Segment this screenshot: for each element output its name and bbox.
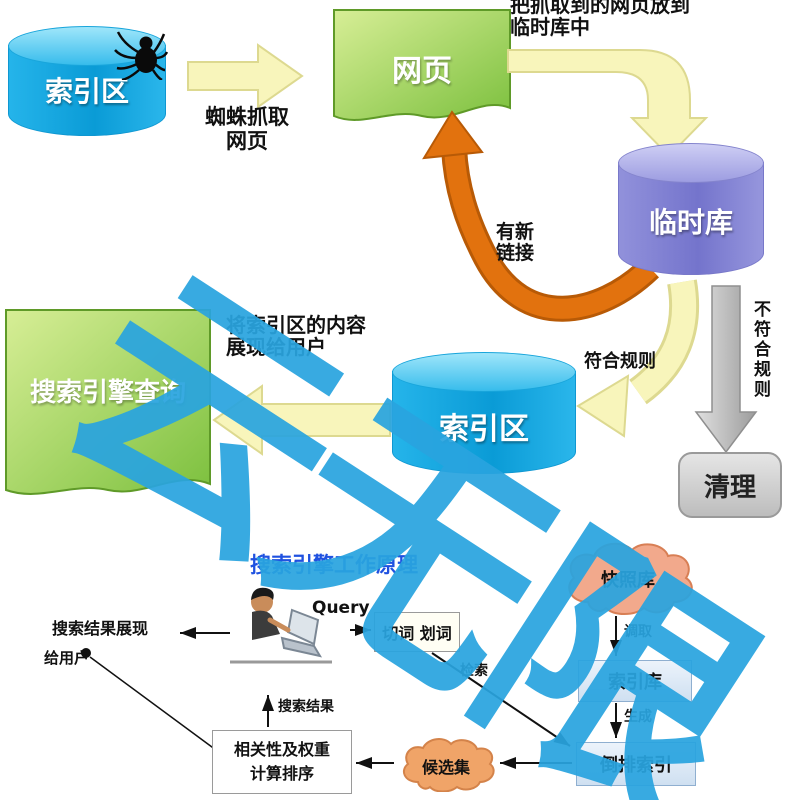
- rank-box-line2: 计算排序: [249, 764, 314, 783]
- new-link-annotation: 有新链接: [496, 221, 535, 265]
- user-illustration: [230, 587, 332, 664]
- candidate-cloud-shape: [402, 738, 495, 793]
- match-arrow: [630, 279, 697, 402]
- spider-icon: [114, 31, 168, 80]
- index-box: 索引库: [578, 660, 692, 702]
- recrawl-arrowhead: [422, 110, 484, 160]
- inverted-index-box: 倒排索引: [576, 742, 696, 786]
- query-label: Query: [312, 598, 370, 618]
- not-match-annotation: 不符合规则: [750, 300, 771, 400]
- segment-box: 切词 划词: [374, 612, 460, 652]
- temp-db-label: 临时库: [648, 206, 733, 239]
- index-db-label: 索引区: [439, 412, 529, 447]
- to-temp-annotation: 把抓取到的网页放到 临时库中: [510, 0, 690, 40]
- webpage-shape: 网页: [332, 8, 512, 130]
- back-label: 搜索结果: [278, 699, 334, 715]
- temp-db-cylinder: 临时库: [618, 143, 764, 275]
- snapshot-cloud-label: 快照库: [601, 570, 655, 591]
- candidate-cloud: 候选集: [396, 736, 496, 793]
- result-label-line2: 给用户: [44, 649, 90, 667]
- crawl-arrow: [187, 43, 304, 109]
- present-arrow: [212, 384, 391, 456]
- index-db-cylinder: 索引区: [392, 352, 576, 474]
- query-shape: 搜索引擎查询: [4, 308, 212, 512]
- retrieve-label: 检索: [460, 663, 488, 679]
- webpage-label: 网页: [392, 54, 452, 89]
- snapshot-cloud-shape: [568, 542, 693, 615]
- snapshot-cloud: 快照库: [558, 538, 698, 616]
- present-annotation: 将索引区的内容 展现给用户: [226, 313, 366, 360]
- result-label-line1: 搜索结果展现: [52, 619, 149, 638]
- clean-box: 清理: [678, 452, 782, 518]
- crawl-annotation: 蜘蛛抓取 网页: [205, 105, 289, 153]
- result-to-rank-line: [89, 656, 217, 751]
- query-shape-label: 搜索引擎查询: [29, 378, 186, 408]
- clean-arrow: [694, 285, 758, 454]
- segment-to-inverted-arrow: [431, 652, 571, 747]
- source-db-label: 索引区: [44, 75, 129, 108]
- bottom-title: 搜索引擎工作原理: [250, 553, 418, 577]
- cylinder-top: [618, 143, 764, 183]
- query-shape-svg: [5, 309, 211, 495]
- rank-box: 相关性及权重 计算排序: [212, 730, 352, 794]
- candidate-cloud-label: 候选集: [421, 758, 470, 777]
- webpage-shape-svg: [333, 9, 511, 121]
- recrawl-arrow: [444, 147, 657, 319]
- generate-label: 生成: [624, 709, 652, 725]
- match-arrowhead: [576, 374, 630, 438]
- result-bullet-dot: [81, 648, 91, 658]
- to-temp-arrow: [507, 49, 709, 158]
- rank-box-line1: 相关性及权重: [233, 740, 330, 759]
- cylinder-top: [392, 352, 576, 392]
- match-annotation: 符合规则: [584, 351, 656, 372]
- fetch-label: 调取: [624, 624, 652, 640]
